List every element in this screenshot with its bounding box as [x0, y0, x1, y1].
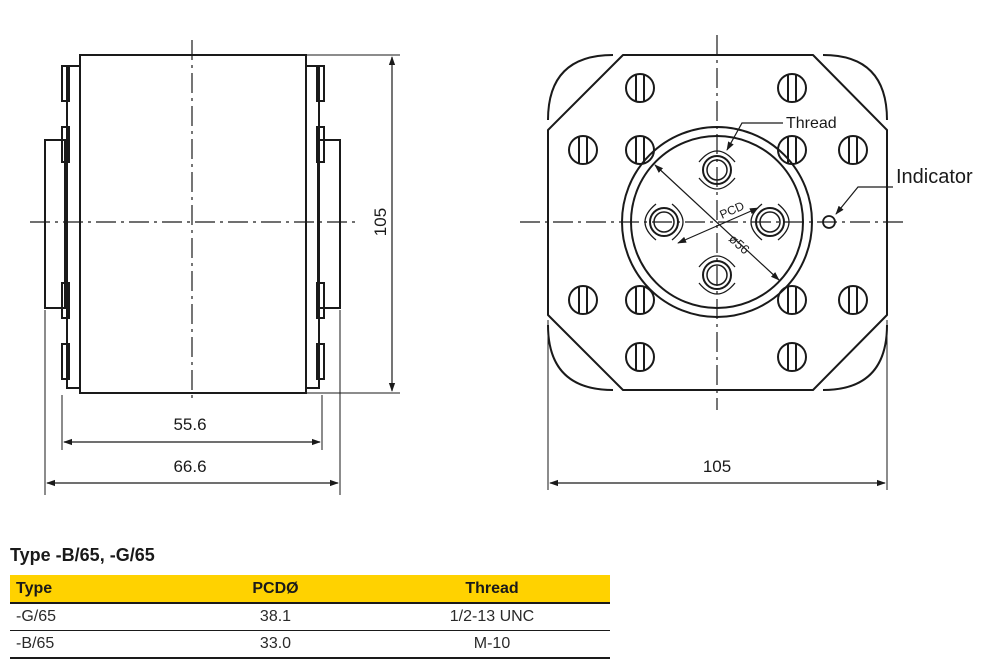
left-screw-heads [61, 65, 70, 380]
fuse-body [79, 54, 307, 394]
left-terminal-plate [44, 139, 66, 309]
front-plate [547, 54, 888, 391]
section-title: Type -B/65, -G/65 [10, 545, 155, 565]
side-inner-width-label: 55.6 [173, 415, 206, 434]
plate-bolts [568, 73, 868, 372]
right-screw-heads [316, 65, 325, 380]
cell-pcd: 38.1 [177, 603, 374, 631]
header-pcd: PCDØ [177, 575, 374, 604]
pcd-dimension-line [677, 207, 759, 244]
spec-table: Type PCDØ Thread -G/65 38.1 1/2-13 UNC -… [10, 575, 610, 659]
left-flange [66, 65, 81, 389]
header-type: Type [10, 575, 177, 604]
cell-type: -B/65 [10, 630, 177, 659]
side-outer-width-label: 66.6 [173, 457, 206, 476]
header-thread: Thread [374, 575, 610, 604]
technical-drawing: 105 55.6 66.6 [30, 35, 973, 495]
cell-thread: 1/2-13 UNC [374, 603, 610, 631]
side-height-label: 105 [371, 208, 390, 236]
table-header-row: Type PCDØ Thread [10, 575, 610, 604]
front-width-label: 105 [703, 457, 731, 476]
table-row: -G/65 38.1 1/2-13 UNC [10, 603, 610, 631]
indicator-leader [835, 186, 893, 215]
right-flange [305, 65, 320, 389]
thread-leader [726, 122, 783, 151]
indicator-dot [822, 215, 836, 229]
side-view [30, 40, 400, 495]
thread-label: Thread [786, 115, 837, 132]
front-view [520, 35, 905, 490]
cell-thread: M-10 [374, 630, 610, 659]
cell-type: -G/65 [10, 603, 177, 631]
table-row: -B/65 33.0 M-10 [10, 630, 610, 659]
cell-pcd: 33.0 [177, 630, 374, 659]
pcd-label: PCD [718, 199, 747, 222]
indicator-label: Indicator [896, 166, 973, 188]
